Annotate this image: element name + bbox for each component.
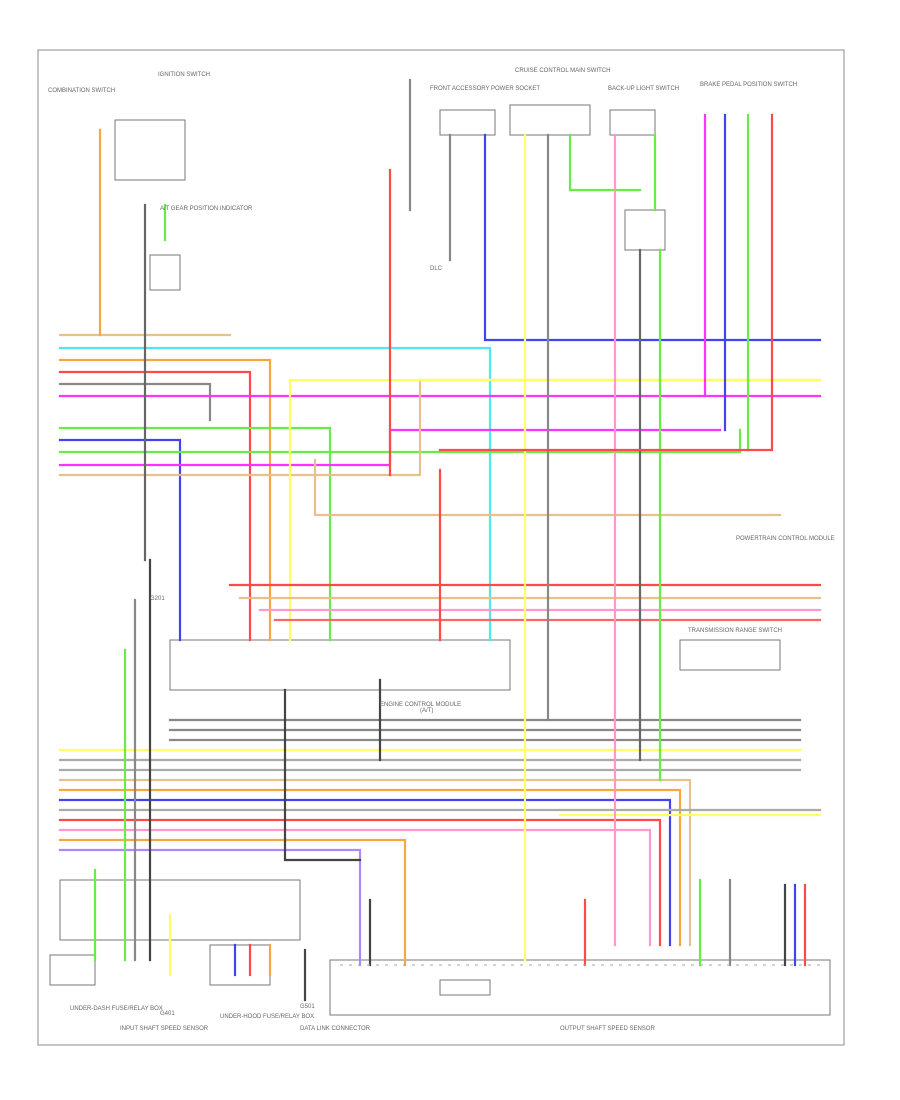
component-label: DATA LINK CONNECTOR <box>300 1026 371 1032</box>
connector-box-3 <box>609 109 656 136</box>
connector-box-2 <box>509 104 591 136</box>
component-label: UNDER-DASH FUSE/RELAY BOX <box>70 1006 163 1012</box>
wire-v-red-3 <box>438 113 774 452</box>
wire-h-orange-1 <box>58 358 272 642</box>
component-label: OUTPUT SHAFT SPEED SENSOR <box>560 1026 655 1032</box>
wire-h-green-1 <box>58 426 332 642</box>
sensor-box-2 <box>49 954 96 986</box>
module-box-1 <box>169 639 511 691</box>
wire-v-green-2 <box>568 133 642 192</box>
horizontal-wires <box>58 333 822 967</box>
wire-h-red-4 <box>58 818 662 947</box>
component-label: DLC <box>430 266 443 272</box>
sensor-box <box>679 639 781 671</box>
component-label: UNDER-HOOD FUSE/RELAY BOX <box>220 1014 314 1020</box>
wire-h-pink-4 <box>58 828 652 947</box>
component-label: TRANSMISSION RANGE SWITCH <box>688 628 782 634</box>
component-label: IGNITION SWITCH <box>158 72 210 78</box>
connector-box-1 <box>439 109 496 136</box>
switch-box <box>114 119 186 181</box>
component-label: G401 <box>160 1011 175 1017</box>
component-label: INPUT SHAFT SPEED SENSOR <box>120 1026 209 1032</box>
wire-v-dark-9 <box>283 688 362 862</box>
diagram-frame <box>37 49 845 1046</box>
wire-h-tan-3 <box>313 458 782 517</box>
wire-h-blue-1 <box>58 438 182 642</box>
lower-box <box>209 944 271 986</box>
component-label: ENGINE CONTROL MODULE <box>380 702 461 708</box>
component-label: FRONT ACCESSORY POWER SOCKET <box>430 86 540 92</box>
component-label: BACK-UP LIGHT SWITCH <box>608 86 679 92</box>
component-label: G501 <box>300 1004 315 1010</box>
vertical-wires <box>93 78 822 1002</box>
wire-h-red-1 <box>58 370 252 642</box>
component-label: COMBINATION SWITCH <box>48 88 115 94</box>
wire-h-orange-2 <box>58 788 682 947</box>
component-label: BRAKE PEDAL POSITION SWITCH <box>700 82 797 88</box>
wire-h-purple-1 <box>58 848 362 967</box>
component-label: A/T GEAR POSITION INDICATOR <box>160 206 253 212</box>
component-label: G201 <box>150 596 165 602</box>
lower-left-frame <box>59 879 301 941</box>
ecm-box <box>329 959 831 1016</box>
label-layer: COMBINATION SWITCH IGNITION SWITCH FRONT A… <box>48 68 835 1032</box>
component-label: POWERTRAIN CONTROL MODULE <box>736 536 835 542</box>
wire-h-blue-2 <box>58 798 672 947</box>
relay-box-2 <box>149 254 181 291</box>
wire-h-tan-6 <box>58 838 407 967</box>
wire-h-dark-1 <box>58 382 212 422</box>
relay-box <box>624 209 666 251</box>
wire-h-cyan-1 <box>58 346 492 642</box>
wire-h-green-2 <box>58 428 742 454</box>
ecm-inner-box <box>439 979 491 996</box>
component-label: CRUISE CONTROL MAIN SWITCH <box>515 68 610 74</box>
wire-v-blue-1 <box>483 133 822 342</box>
wire-h-tan-5 <box>58 778 692 947</box>
component-label: (A/T) <box>420 708 433 714</box>
